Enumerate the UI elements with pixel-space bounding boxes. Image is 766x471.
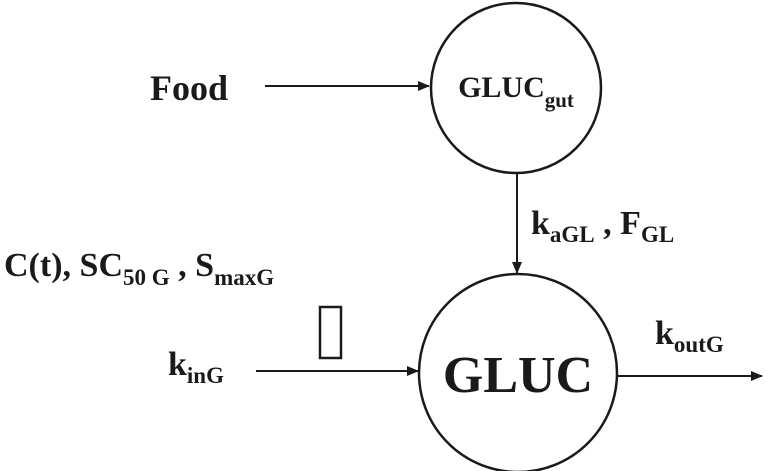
gluc-central-label: GLUC bbox=[443, 347, 593, 404]
kout-label: koutG bbox=[655, 315, 724, 357]
ka-main: k bbox=[531, 205, 550, 242]
fgl-sub: GL bbox=[641, 222, 674, 247]
ct-text: C(t), bbox=[4, 247, 80, 284]
gluc-central-compartment bbox=[417, 272, 619, 471]
absorption-params-label: kaGL , FGL bbox=[531, 205, 674, 247]
kout-sub: outG bbox=[674, 332, 724, 357]
food-label: Food bbox=[150, 68, 228, 108]
ka-sub: aGL bbox=[550, 222, 595, 247]
drug-effect-label: C(t), SC50 G , SmaxG bbox=[4, 247, 274, 290]
stimulation-box-icon bbox=[318, 305, 343, 360]
smax-main: S bbox=[195, 247, 214, 284]
smax-sub: maxG bbox=[214, 265, 274, 290]
kin-label: kinG bbox=[168, 346, 224, 388]
kin-main: k bbox=[168, 346, 187, 383]
sc-sub: 50 G bbox=[123, 265, 170, 290]
fgl-main: F bbox=[620, 205, 641, 242]
sc-smax-separator: , bbox=[170, 247, 196, 284]
gluc-gut-label: GLUCgut bbox=[458, 71, 574, 112]
sc-main: SC bbox=[80, 247, 123, 284]
ka-fgl-separator: , bbox=[595, 205, 621, 242]
kin-sub: inG bbox=[187, 363, 224, 388]
gluc-gut-main: GLUC bbox=[458, 71, 545, 104]
kout-main: k bbox=[655, 315, 674, 352]
gluc-gut-sub: gut bbox=[545, 88, 574, 112]
